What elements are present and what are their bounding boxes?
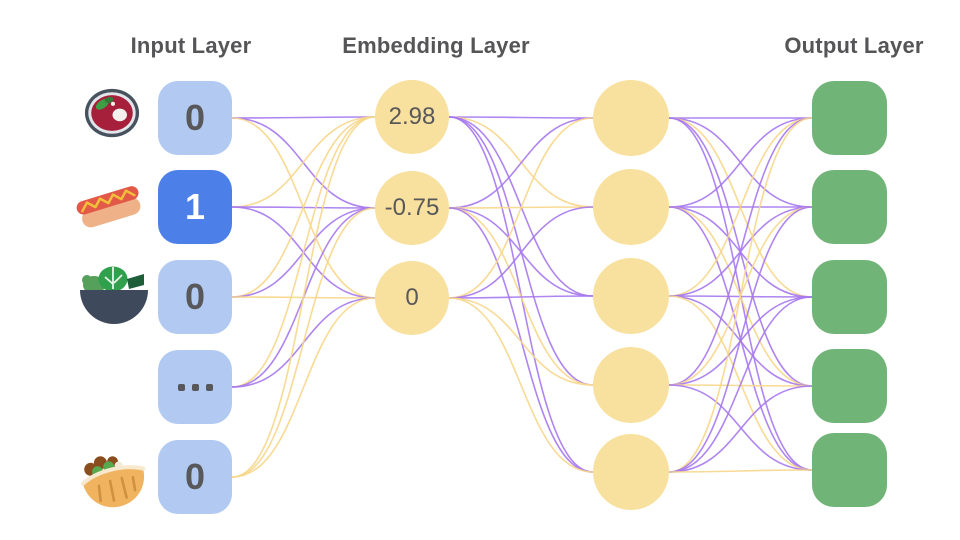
output-node-5 [812,433,887,507]
output-node-4 [812,349,887,423]
edge-embedding-hidden [448,206,594,299]
edge-hidden-output [668,296,813,473]
edge-hidden-output [668,384,813,471]
ellipsis-label [177,383,213,391]
embedding-node-1: 2.98 [375,80,449,154]
node-label: -0.75 [384,194,440,221]
output-node-3 [812,260,887,334]
stuffed-flatbread-icon [80,456,146,508]
edge-input-embedding [231,116,376,208]
node-label: 0 [184,456,206,497]
node-label: 1 [184,186,206,227]
edge-hidden-output [668,206,813,473]
edge-embedding-hidden [448,116,594,119]
node-label: 0 [184,97,206,138]
hidden-node-4 [593,347,669,423]
edge-hidden-output [668,117,813,208]
edge-hidden-output [668,469,813,473]
output-node-2 [812,170,887,244]
edge-hidden-output [668,385,813,473]
edge-input-embedding [231,116,376,388]
edge-input-embedding [231,297,376,478]
input-node-4 [158,350,232,424]
hot-dog-icon [76,186,141,228]
input-node-3: 0 [158,260,232,334]
edge-embedding-hidden [448,117,594,299]
node-label: 0 [405,284,419,311]
edge-embedding-hidden [448,297,594,386]
embedding-layer-title: Embedding Layer [342,33,530,58]
edge-input-embedding [231,116,376,119]
hidden-node-2 [593,169,669,245]
input-node-5: 0 [158,440,232,514]
edge-input-embedding [231,207,376,478]
edge-input-embedding [231,116,376,298]
soup-icon [84,88,140,138]
edge-hidden-output [668,117,813,297]
edge-embedding-hidden [448,297,594,473]
edge-input-embedding [231,116,376,478]
input-layer-title: Input Layer [130,33,252,58]
edge-embedding-hidden [448,207,594,473]
input-node-2: 1 [158,170,232,244]
hidden-node-1 [593,80,669,156]
input-node-1: 0 [158,81,232,155]
edge-hidden-output [668,117,813,473]
node-label: 2.98 [388,103,436,130]
hidden-node-3 [593,258,669,334]
salad-icon [80,266,148,324]
edge-embedding-hidden [448,295,594,299]
output-node-1 [812,81,887,155]
edge-hidden-output [668,117,813,386]
output-layer-title: Output Layer [784,33,924,58]
embedding-node-2: -0.75 [375,171,449,245]
edge-embedding-hidden [448,117,594,209]
node-label: 0 [184,276,206,317]
hidden-node-5 [593,434,669,510]
embedding-node-3: 0 [375,261,449,335]
